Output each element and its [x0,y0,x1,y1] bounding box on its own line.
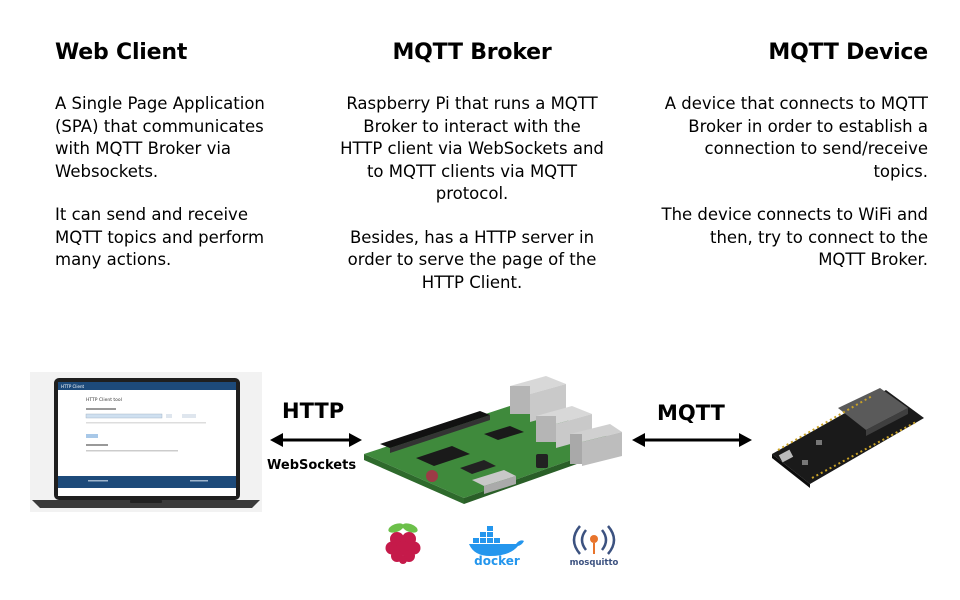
mqtt-label: MQTT [657,401,725,425]
device-description: A device that connects to MQTT Broker in… [664,94,928,181]
http-label: HTTP [282,399,345,423]
docker-logo-icon: docker [469,526,524,566]
web-client-capabilities: It can send and receive MQTT topics and … [55,205,265,269]
device-column: MQTT Device A device that connects to MQ… [660,40,929,293]
docker-logo-text: docker [474,554,520,566]
device-wifi: The device connects to WiFi and then, tr… [661,205,929,269]
mosquitto-logo-icon: mosquitto [570,525,619,568]
raspberry-pi-logo-icon [385,523,421,564]
mosquitto-logo-text: mosquitto [570,558,619,568]
broker-description: Raspberry Pi that runs a MQTT Broker to … [340,94,604,203]
raspberry-pi-board-image [364,376,622,504]
device-title: MQTT Device [768,40,928,65]
broker-column: MQTT Broker Raspberry Pi that runs a MQT… [340,40,604,315]
laptop-page-title: HTTP Client tool [86,397,122,403]
mqtt-double-arrow [632,433,752,447]
websockets-label: WebSockets [267,458,357,473]
web-client-title: Web Client [55,40,188,65]
web-client-column: Web Client A Single Page Application (SP… [55,40,295,293]
laptop-image: HTTP Client HTTP Client tool [30,372,262,512]
esp32-board-image [772,388,924,488]
laptop-app-name: HTTP Client [61,384,85,389]
broker-title: MQTT Broker [392,40,552,65]
http-double-arrow [270,433,362,447]
broker-http-server: Besides, has a HTTP server in order to s… [347,227,597,292]
web-client-description: A Single Page Application (SPA) that com… [55,94,265,181]
